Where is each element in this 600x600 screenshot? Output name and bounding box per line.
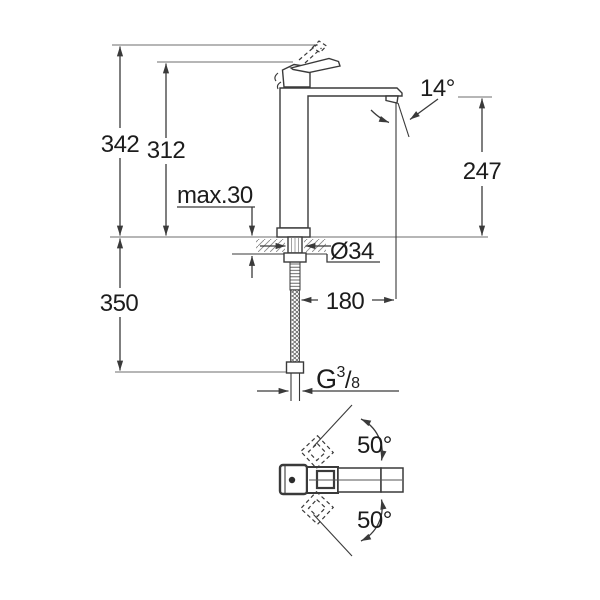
- dim-below-deck-length: 350: [100, 238, 139, 371]
- base-plate: [276, 227, 311, 238]
- top-view-outlet-dot: [288, 476, 296, 484]
- flex-hose: [290, 289, 300, 363]
- dim-spout-angle: 14°: [370, 75, 455, 299]
- lever-handle: [289, 57, 341, 74]
- thread-denominator: 8: [351, 375, 360, 392]
- dim-text-180: 180: [326, 288, 365, 315]
- side-view: 342 312 max.30 350 247: [100, 40, 502, 401]
- spout-angle-line: [397, 102, 410, 138]
- dim-spout-height: 247: [463, 98, 502, 236]
- lever-raised-phantom: [304, 47, 322, 64]
- dim-thread-size: G3/8: [257, 364, 399, 395]
- dim-text-350: 350: [100, 290, 139, 317]
- dim-swivel-down: 50°: [313, 499, 392, 557]
- dim-text-50-down: 50°: [357, 507, 392, 534]
- top-view: 50° 50°: [278, 404, 404, 557]
- dim-text-14deg: 14°: [420, 75, 455, 102]
- spout-outlet: [385, 95, 399, 104]
- dim-text-50-up: 50°: [357, 432, 392, 459]
- dim-text-max30: max.30: [177, 182, 253, 209]
- dim-text-312: 312: [147, 137, 186, 164]
- swivel-radial-down: [313, 514, 353, 557]
- phantom-handle-up: [299, 434, 335, 470]
- thread-letter: G: [316, 364, 337, 394]
- dim-max-deck-thickness: max.30: [177, 182, 256, 278]
- dim-text-g38: G3/8: [316, 364, 360, 394]
- lever-raised-tip-phantom: [311, 40, 328, 54]
- mounting-assembly: [232, 236, 327, 401]
- threaded-rod: [289, 261, 301, 291]
- thread-slash: /: [345, 367, 352, 394]
- thread-numerator: 3: [337, 364, 346, 381]
- motion-marks: [274, 72, 282, 90]
- dim-text-d34: Ø34: [330, 238, 374, 265]
- dim-text-247: 247: [463, 158, 502, 185]
- dim-overall-height: 342: [101, 46, 140, 236]
- dim-spout-projection: 180: [301, 288, 395, 315]
- faucet-body: [274, 40, 403, 238]
- dim-hole-diameter: Ø34: [260, 238, 380, 265]
- faucet-outline: [279, 87, 403, 229]
- dim-swivel-up: 50°: [313, 404, 392, 461]
- hose-connector: [285, 361, 305, 374]
- mounting-nut: [283, 252, 307, 263]
- lever-raised-phantom: [298, 44, 318, 61]
- dim-text-342: 342: [101, 131, 140, 158]
- dim-lever-height: 312: [147, 63, 186, 236]
- swivel-radial-up: [313, 404, 353, 447]
- phantom-handle-down: [299, 490, 335, 526]
